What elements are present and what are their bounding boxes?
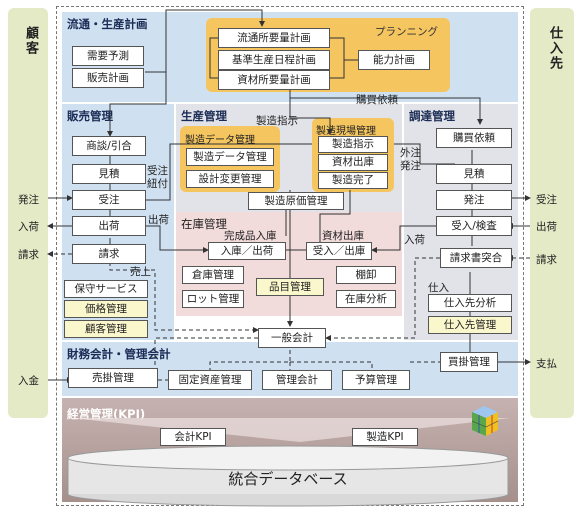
- drp-box[interactable]: 流通所要量計画: [218, 28, 330, 48]
- shopfloor-title: 製造現場管理: [316, 126, 376, 137]
- invoice-matching-box[interactable]: 請求書突合: [440, 248, 512, 268]
- procurement-title: 調達管理: [409, 109, 455, 123]
- material-issue-label: 資材出庫: [322, 230, 364, 242]
- customer-payment-label: 入金: [18, 375, 39, 387]
- order-link-label-2: 紐付: [147, 178, 168, 190]
- kpi-title: 経営管理(KPI): [67, 407, 146, 421]
- sales-plan-box[interactable]: 販売計画: [72, 68, 144, 88]
- ship-label: 出荷: [148, 214, 169, 226]
- customer-mgmt-box[interactable]: 顧客管理: [64, 320, 148, 338]
- supplier-column: [530, 8, 574, 418]
- receipt-issue-box[interactable]: 受入／出庫: [306, 242, 372, 260]
- negotiation-box[interactable]: 商談/引合: [72, 136, 146, 156]
- outsourcing-label-1: 外注: [400, 147, 421, 159]
- demand-forecast-box[interactable]: 需要予測: [72, 46, 144, 66]
- sales-label: 売上: [130, 266, 151, 278]
- mrp-box[interactable]: 資材所要量計画: [218, 70, 330, 90]
- distribution-title: 流通・生産計画: [67, 17, 148, 31]
- item-mgmt-box[interactable]: 品目管理: [256, 278, 324, 296]
- maintenance-service-box[interactable]: 保守サービス: [64, 280, 148, 298]
- inventory-analysis-box[interactable]: 在庫分析: [336, 290, 396, 308]
- sales-title: 販売管理: [67, 109, 113, 123]
- order-link-label-1: 受注: [147, 165, 168, 177]
- shipping-box[interactable]: 出荷: [72, 216, 146, 236]
- mfg-complete-box[interactable]: 製造完了: [318, 172, 388, 189]
- supplier-analysis-box[interactable]: 仕入先分析: [428, 294, 512, 312]
- supplier-mgmt-box[interactable]: 仕入先管理: [428, 316, 512, 334]
- accounting-kpi-box[interactable]: 会計KPI: [160, 428, 226, 446]
- supplier-quote-box[interactable]: 見積: [436, 164, 512, 184]
- accounting-title: 財務会計・管理会計: [67, 347, 171, 361]
- mps-box[interactable]: 基準生産日程計画: [218, 50, 330, 70]
- general-ledger-box[interactable]: 一般会計: [258, 328, 326, 348]
- lot-mgmt-box[interactable]: ロット管理: [182, 290, 244, 308]
- receiving-inspection-box[interactable]: 受入/検査: [436, 216, 512, 236]
- customer-order-label: 発注: [18, 194, 39, 206]
- customer-arrival-label: 入荷: [18, 221, 39, 233]
- supplier-order-label: 受注: [536, 194, 557, 206]
- mfg-kpi-box[interactable]: 製造KPI: [352, 428, 418, 446]
- purchase-request-label: 購買依頼: [356, 94, 398, 106]
- supplier-ship-label: 出荷: [536, 221, 557, 233]
- order-receipt-box[interactable]: 受注: [72, 190, 146, 210]
- accounts-receivable-box[interactable]: 売掛管理: [68, 368, 158, 388]
- arrival-label: 入荷: [404, 234, 425, 246]
- price-mgmt-box[interactable]: 価格管理: [64, 300, 148, 318]
- quote-box[interactable]: 見積: [72, 164, 146, 184]
- budget-mgmt-box[interactable]: 予算管理: [342, 370, 410, 390]
- database-label: 統合データベース: [228, 470, 348, 488]
- outsourcing-label-2: 発注: [400, 160, 421, 172]
- mfg-cost-mgmt-box[interactable]: 製造原価管理: [248, 192, 344, 210]
- customer-title: 顧客: [23, 26, 38, 56]
- purchase-request-box[interactable]: 購買依頼: [436, 128, 512, 148]
- production-title: 生産管理: [181, 109, 227, 123]
- purchase-order-box[interactable]: 発注: [436, 190, 512, 210]
- mfg-instruction-box[interactable]: 製造指示: [318, 136, 388, 153]
- finished-goods-label: 完成品入庫: [224, 230, 277, 242]
- warehouse-mgmt-box[interactable]: 倉庫管理: [182, 266, 244, 284]
- design-change-mgmt-box[interactable]: 設計変更管理: [186, 170, 274, 188]
- supplier-invoice-label: 請求: [536, 254, 557, 266]
- mfg-instruction-label: 製造指示: [256, 115, 298, 127]
- customer-invoice-label: 請求: [18, 249, 39, 261]
- invoice-box[interactable]: 請求: [72, 244, 146, 264]
- fixed-assets-box[interactable]: 固定資産管理: [168, 370, 252, 390]
- capacity-plan-box[interactable]: 能力計画: [358, 50, 430, 70]
- material-issue-box[interactable]: 資材出庫: [318, 154, 388, 171]
- planning-title: プランニング: [375, 26, 438, 38]
- management-accounting-box[interactable]: 管理会計: [262, 370, 332, 390]
- in-out-box[interactable]: 入庫／出荷: [208, 242, 286, 260]
- stocktake-box[interactable]: 棚卸: [336, 266, 396, 284]
- supplier-payment-label: 支払: [536, 358, 557, 370]
- accounts-payable-box[interactable]: 買掛管理: [440, 352, 498, 372]
- purchasing-label: 仕入: [428, 282, 449, 294]
- supplier-title: 仕入先: [547, 26, 562, 71]
- customer-column: [8, 8, 48, 418]
- mfg-data-title: 製造データ管理: [185, 135, 255, 146]
- mfg-data-mgmt-box[interactable]: 製造データ管理: [186, 148, 274, 166]
- inventory-title: 在庫管理: [181, 217, 227, 231]
